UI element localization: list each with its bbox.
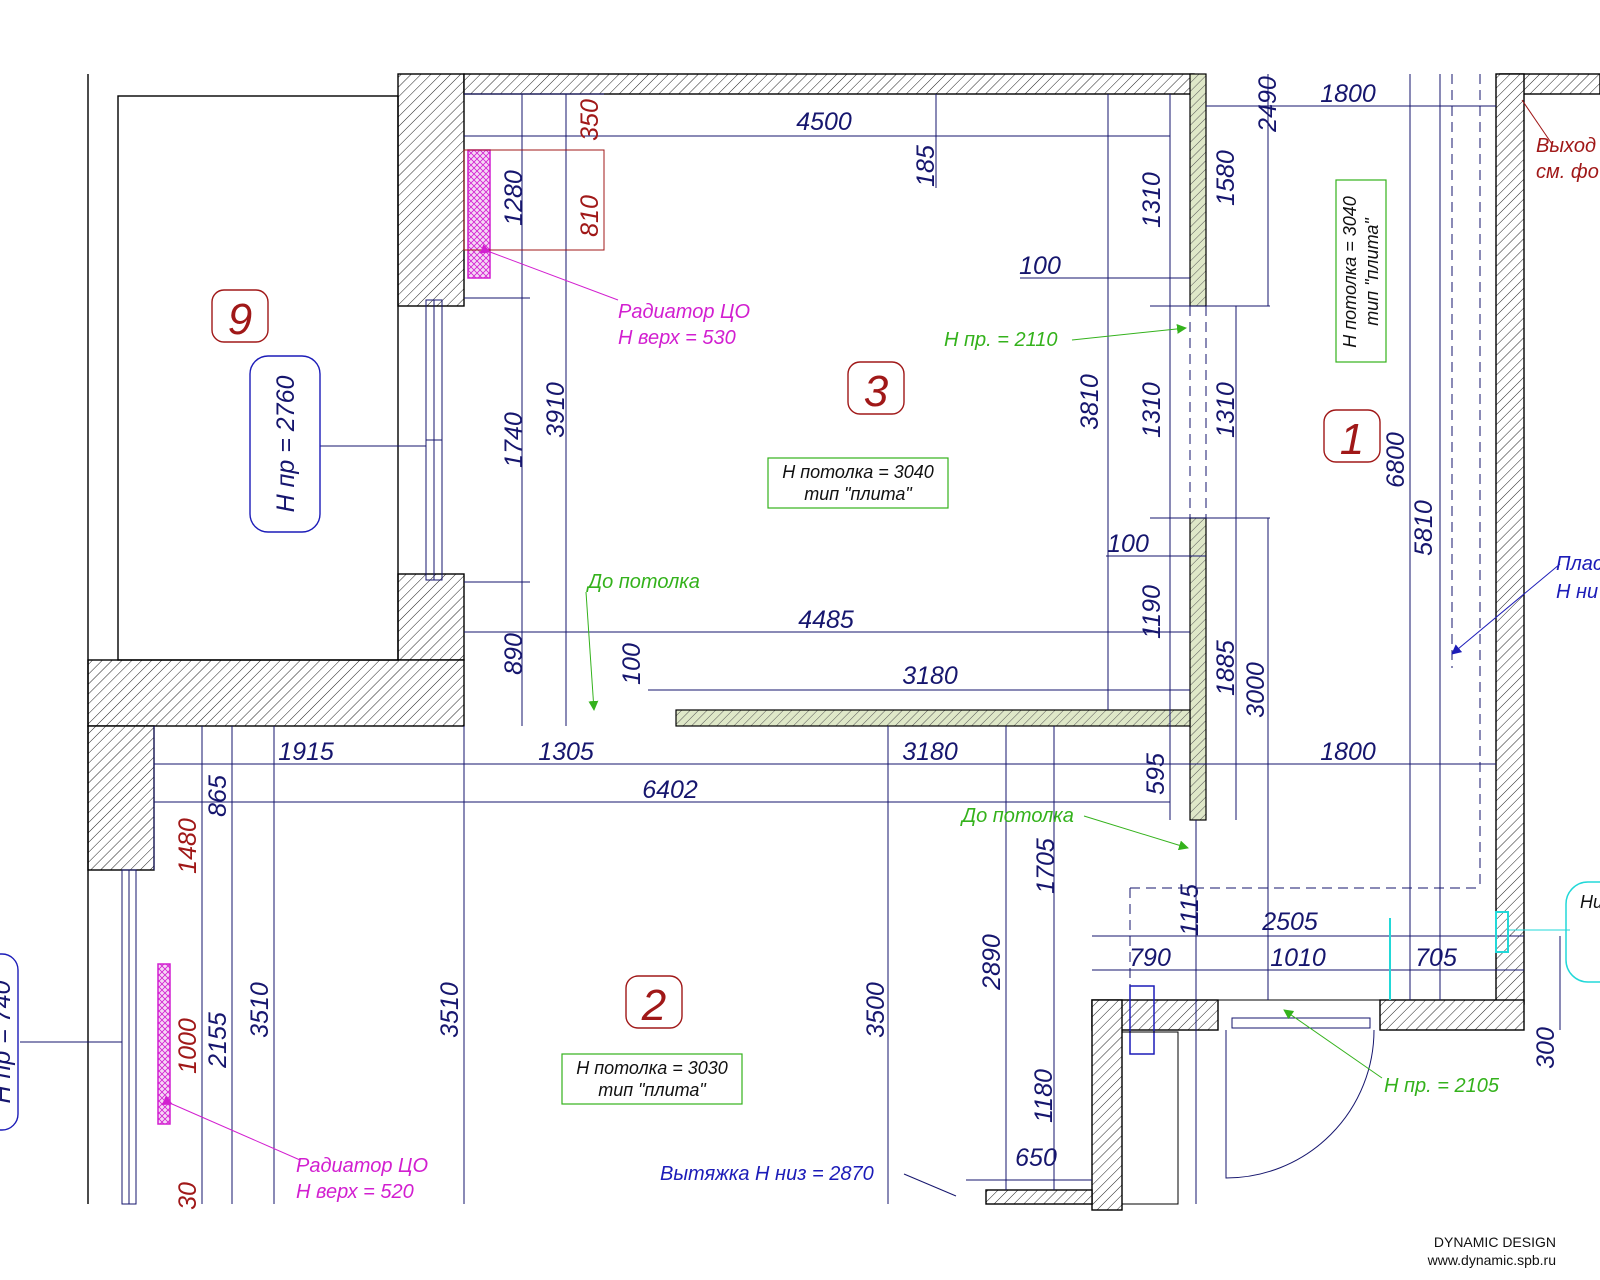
door-height-label: Н пр. = 2105 — [1384, 1075, 1500, 1097]
ceiling-type-label: тип "плита" — [1362, 217, 1382, 326]
opening-height-label: Н пр = 2760 — [272, 376, 300, 513]
window-room-3 — [425, 299, 443, 581]
radiator-room-3 — [467, 149, 491, 279]
partition — [1189, 73, 1207, 307]
dimension: 1280 — [500, 170, 528, 226]
dimension: 5810 — [1410, 500, 1438, 556]
to-ceiling-label: До потолка — [586, 571, 700, 593]
ceiling-type-label: тип "плита" — [598, 1080, 707, 1100]
brand-site: www.dynamic.spb.ru — [1427, 1252, 1556, 1268]
wall-segment — [1379, 999, 1525, 1031]
dimension: 1800 — [1320, 80, 1376, 108]
dimension: 1180 — [1030, 1069, 1058, 1123]
dimension: 1310 — [1138, 382, 1166, 438]
dimension: 4500 — [796, 108, 852, 136]
dimension: 300 — [1532, 1027, 1560, 1069]
to-ceiling-label: До потолка — [960, 805, 1074, 827]
walls — [87, 73, 1600, 1211]
radiator-label: Радиатор ЦО — [618, 301, 750, 323]
exit-label: см. фо — [1536, 161, 1599, 183]
dimension: 3180 — [902, 738, 958, 766]
dimension: 3000 — [1242, 662, 1270, 718]
dimension: 1800 — [1320, 738, 1376, 766]
dimension: 2490 — [1254, 76, 1282, 133]
ceiling-height-label: Н потолка = 3030 — [576, 1058, 728, 1078]
dimension: 1010 — [1270, 944, 1326, 972]
balcony-outline — [117, 95, 399, 661]
opening-height-label: Н пр = 740 — [0, 980, 16, 1103]
dimension: 185 — [912, 145, 940, 187]
wall-segment — [1495, 73, 1525, 1005]
dimension: 1740 — [500, 412, 528, 468]
dimension: 1915 — [278, 738, 334, 766]
dimension: 595 — [1142, 753, 1170, 795]
ceiling-height-label: Н потолка = 3040 — [1340, 196, 1360, 348]
dimension: 650 — [1015, 1144, 1057, 1172]
dimension: 1885 — [1212, 640, 1240, 696]
wall-segment — [87, 725, 155, 871]
dimension: 1000 — [174, 1018, 202, 1074]
wall-segment — [397, 573, 465, 661]
radiator-height: Н верх = 520 — [296, 1181, 414, 1203]
door-height-label: Н пр. = 2110 — [944, 329, 1058, 351]
dimension: 1480 — [174, 818, 202, 874]
dimension: 1305 — [538, 738, 594, 766]
ceiling-type-label: тип "плита" — [804, 484, 913, 504]
dimension: 1115 — [1176, 884, 1204, 936]
dimension: 1705 — [1032, 838, 1060, 894]
room-number-3: 3 — [864, 367, 889, 416]
dimension: 3510 — [436, 982, 464, 1038]
dimension: 3500 — [862, 982, 890, 1038]
dimension: 1580 — [1212, 150, 1240, 206]
dimension: 100 — [1019, 252, 1061, 280]
dimension: 100 — [618, 643, 646, 685]
wall-segment — [463, 73, 1195, 95]
dimension: 30 — [174, 1182, 202, 1210]
wall-segment — [397, 73, 465, 307]
wall-segment — [985, 1189, 1093, 1205]
dimension: 2155 — [204, 1012, 232, 1069]
room-number-2: 2 — [641, 981, 666, 1030]
dimension-lines — [153, 74, 1561, 1204]
dimension: 705 — [1415, 944, 1457, 972]
hood-label: Вытяжка Н низ = 2870 — [660, 1163, 874, 1185]
brand-name: DYNAMIC DESIGN — [1433, 1234, 1556, 1250]
dimension: 790 — [1129, 944, 1171, 972]
dimension: 4485 — [798, 606, 854, 634]
dashed-outline — [1129, 74, 1481, 986]
radiator-room-2 — [157, 963, 171, 1125]
dimension: 3910 — [542, 382, 570, 438]
dimension: 2505 — [1261, 908, 1318, 936]
dimension: 1190 — [1138, 585, 1166, 639]
exit-label: Выход — [1536, 135, 1596, 157]
dimension: 3510 — [246, 982, 274, 1038]
room-number-9: 9 — [228, 295, 252, 344]
dimension: 890 — [500, 633, 528, 675]
dimension: 1310 — [1138, 172, 1166, 228]
note-label: Плас — [1556, 553, 1600, 575]
dimension: 3180 — [902, 662, 958, 690]
note-label: Н ни — [1556, 581, 1598, 603]
partition — [1189, 517, 1207, 821]
dimension: 810 — [576, 195, 604, 237]
room-number-1: 1 — [1340, 415, 1364, 464]
wall-segment — [87, 659, 465, 727]
dimension: 865 — [204, 775, 232, 817]
dimension: 100 — [1107, 530, 1149, 558]
dimension: 3810 — [1076, 374, 1104, 430]
wall-segment — [1091, 999, 1123, 1211]
dimension: 6402 — [642, 776, 698, 804]
dimension: 6800 — [1382, 432, 1410, 488]
note-label: Ни — [1580, 892, 1600, 912]
partition — [675, 709, 1191, 727]
radiator-label: Радиатор ЦО — [296, 1155, 428, 1177]
dimension: 350 — [576, 99, 604, 141]
window-room-2 — [121, 869, 137, 1205]
radiator-height: Н верх = 530 — [618, 327, 736, 349]
dimension: 2890 — [978, 934, 1006, 991]
dimension: 1310 — [1212, 382, 1240, 438]
ceiling-height-label: Н потолка = 3040 — [782, 462, 934, 482]
